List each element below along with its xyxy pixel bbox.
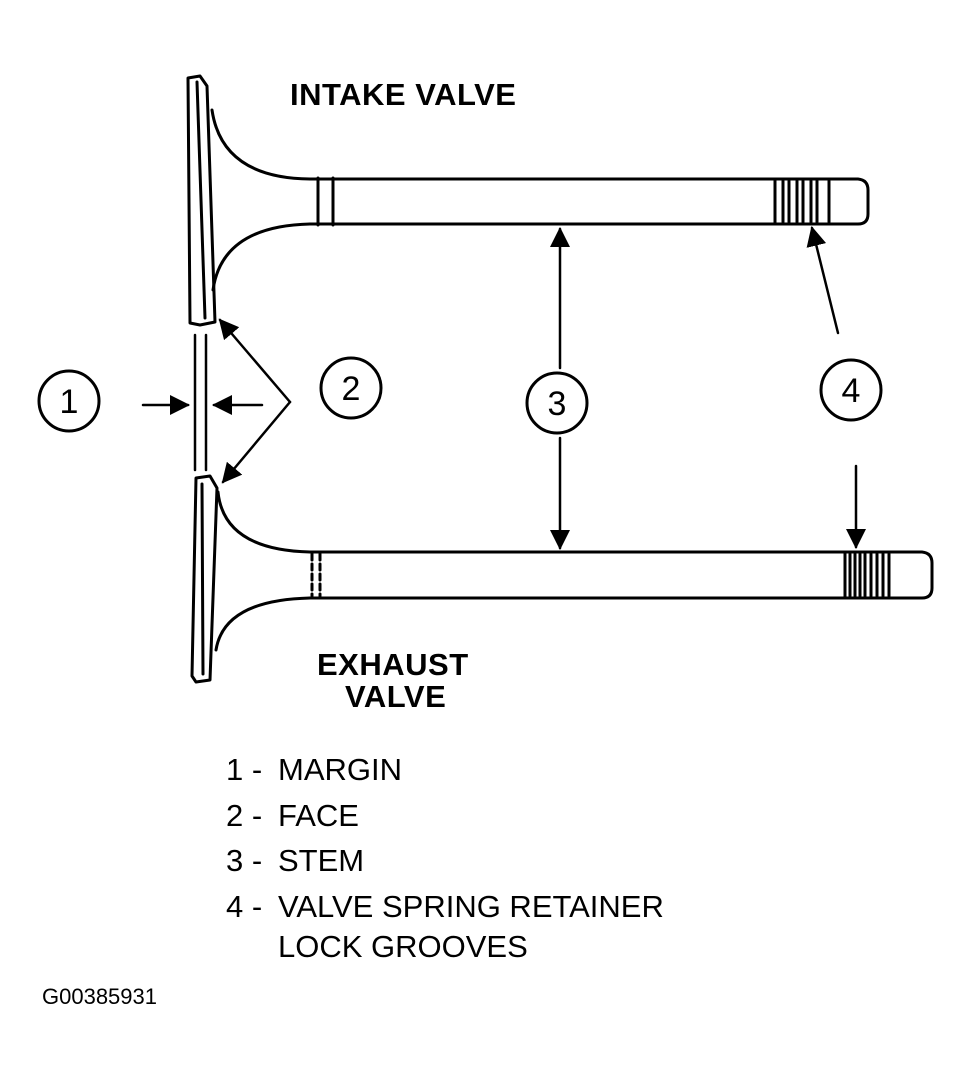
callout-label-4: 4 <box>842 372 861 410</box>
legend-number: 2 - <box>226 798 263 833</box>
exhaust-valve-stem <box>308 550 847 600</box>
legend-text: MARGIN <box>278 752 402 787</box>
legend-item-face: 2 - FACE <box>226 798 359 834</box>
callout-circle-4 <box>819 358 883 422</box>
legend-text: LOCK GROOVES <box>278 929 528 964</box>
legend-text: FACE <box>278 798 359 833</box>
exhaust-valve-head <box>190 474 219 684</box>
legend-number: 1 - <box>226 752 263 787</box>
legend-number: 4 - <box>226 889 263 924</box>
legend-item-grooves-cont: LOCK GROOVES <box>226 929 528 965</box>
callout-label-2: 2 <box>342 370 361 408</box>
legend-text: VALVE SPRING RETAINER <box>278 889 664 924</box>
legend-item-grooves: 4 - VALVE SPRING RETAINER <box>226 889 664 925</box>
callout-label-3: 3 <box>548 385 567 423</box>
exhaust-valve <box>190 474 934 684</box>
exhaust-lock-grooves <box>843 550 891 600</box>
legend: 1 - MARGIN 2 - FACE 3 - STEM 4 - VALVE SPRIN… <box>226 752 746 972</box>
intake-valve-title: INTAKE VALVE <box>290 77 517 112</box>
intake-valve-stem <box>308 177 777 226</box>
face-indicator <box>218 318 292 484</box>
callout-label-1: 1 <box>60 383 79 421</box>
exhaust-valve-title-line1: EXHAUST <box>317 647 469 682</box>
callout-circle-3 <box>525 371 589 435</box>
figure-id: G00385931 <box>42 984 157 1009</box>
legend-text: STEM <box>278 843 365 878</box>
legend-item-stem: 3 - STEM <box>226 843 364 879</box>
callout-circle-1 <box>37 369 101 433</box>
exhaust-valve-title-line2: VALVE <box>345 679 447 714</box>
intake-lock-grooves <box>773 177 831 226</box>
legend-item-margin: 1 - MARGIN <box>226 752 402 788</box>
legend-number: 3 - <box>226 843 263 878</box>
intake-valve <box>186 74 870 327</box>
margin-indicator <box>141 333 264 472</box>
intake-valve-head <box>186 74 217 327</box>
grooves-indicator <box>806 226 866 549</box>
callout-circle-2 <box>319 356 383 420</box>
